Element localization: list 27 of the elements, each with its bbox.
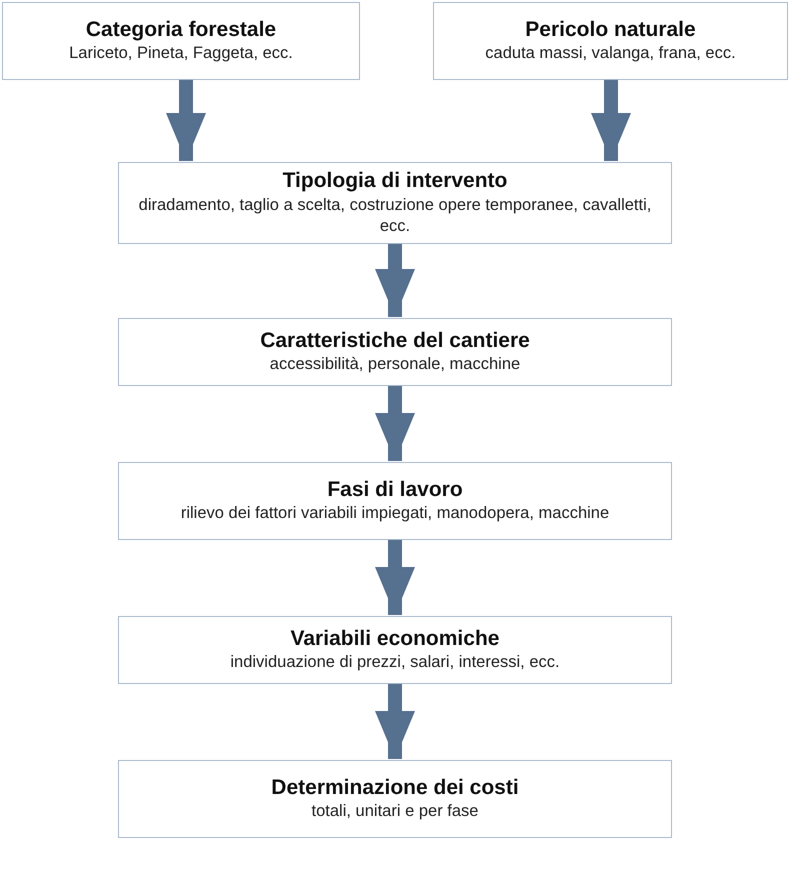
box-description: rilievo dei fattori variabili impiegati, manodopera, macchine (180, 503, 610, 524)
box-description: accessibilità, personale, macchine (270, 354, 520, 376)
arrow (591, 80, 631, 161)
process-box (433, 2, 788, 80)
box-description: diradamento, taglio a scelta, costruzione opere temporanee, cavalletti, ecc. (138, 194, 652, 238)
box-title: Variabili economiche (290, 626, 500, 652)
box-title: Pericolo naturale (525, 17, 696, 44)
arrow (375, 684, 415, 759)
process-box (2, 2, 360, 80)
process-box (118, 318, 672, 386)
box-description: caduta massi, valanga, frana, ecc. (485, 43, 736, 64)
arrow (375, 540, 415, 615)
box-description: totali, unitari e per fase (312, 801, 478, 822)
box-title: Fasi di lavoro (327, 477, 463, 504)
process-box (118, 760, 672, 838)
process-box (118, 462, 672, 540)
box-description: individuazione di prezzi, salari, interessi, ecc. (230, 652, 560, 674)
box-description: Lariceto, Pineta, Faggeta, ecc. (69, 43, 293, 64)
arrow (375, 244, 415, 317)
box-title: Determinazione dei costi (271, 775, 519, 802)
box-title: Caratteristiche del cantiere (260, 328, 530, 354)
box-title: Tipologia di intervento (282, 168, 508, 194)
box-title: Categoria forestale (86, 17, 276, 44)
process-box (118, 616, 672, 684)
arrow (375, 386, 415, 461)
arrow (166, 80, 206, 161)
process-box (118, 162, 672, 244)
